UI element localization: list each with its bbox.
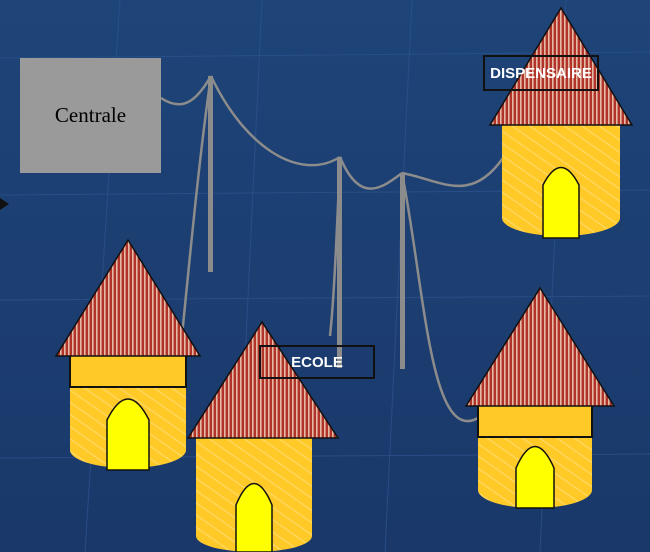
house-icon <box>488 6 634 239</box>
utility-pole-icon <box>208 76 213 272</box>
arrow-tip-icon <box>0 198 9 210</box>
cable-centrale-to-pole-1 <box>160 75 213 106</box>
cable-pole-1-to-house-left <box>178 75 213 357</box>
utility-pole-icon <box>337 157 342 368</box>
cable-pole-3-to-dispensaire <box>401 157 505 188</box>
utility-pole-icon <box>400 173 405 369</box>
ecole-label: ECOLE <box>259 345 375 379</box>
cable-pole-2-to-ecole <box>328 156 342 337</box>
centrale-box: Centrale <box>20 58 161 173</box>
ecole-text: ECOLE <box>291 353 343 371</box>
house-icon <box>54 238 202 471</box>
dispensaire-label: DISPENSAIRE <box>483 55 599 91</box>
house-icon <box>186 320 340 552</box>
house-icon <box>464 286 616 509</box>
centrale-label: Centrale <box>54 103 127 127</box>
cable-pole-3-to-house-right <box>400 172 479 423</box>
cable-pole-2-to-pole-3 <box>338 156 403 190</box>
power-cables <box>160 75 505 423</box>
cable-pole-1-to-pole-2 <box>209 75 341 167</box>
dispensaire-text: DISPENSAIRE <box>490 64 592 82</box>
